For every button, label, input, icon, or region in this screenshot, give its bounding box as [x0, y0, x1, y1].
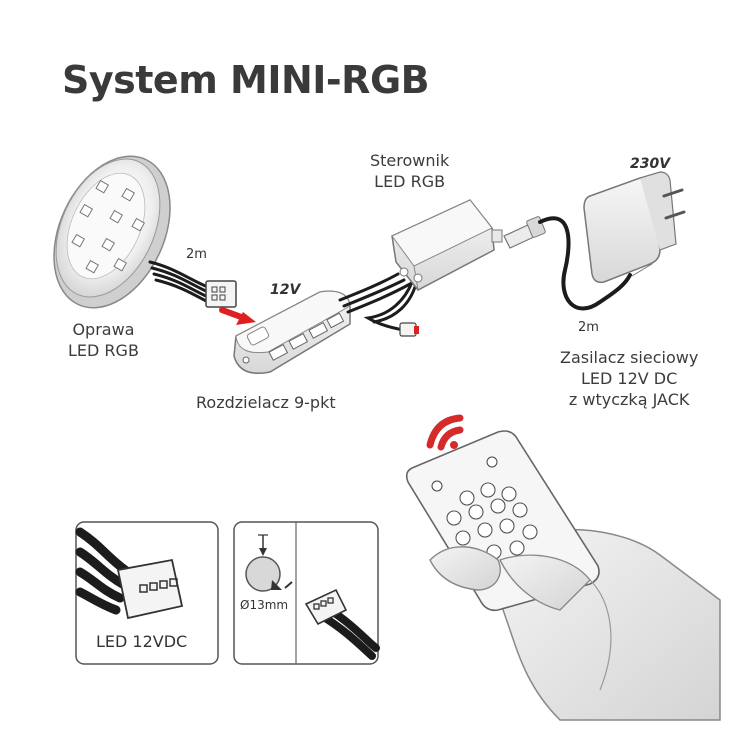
splitter-label: Rozdzielacz 9-pkt [196, 393, 336, 412]
power-supply-label-line3: z wtyczką JACK [568, 390, 690, 409]
power-supply-label-line1: Zasilacz sieciowy [560, 348, 699, 367]
mounting-detail-panel [233, 521, 380, 665]
page-title: System MINI-RGB [62, 58, 430, 102]
hole-diameter-label: Ø13mm [240, 598, 289, 612]
fixture-cable-length: 2m [186, 247, 207, 262]
side-lead-plug [399, 322, 419, 337]
controller-cable [338, 272, 412, 314]
side-lead [363, 280, 418, 332]
connect-arrow-icon [219, 307, 256, 325]
controller-box [391, 199, 503, 291]
hand-fingers [429, 546, 612, 691]
power-supply-label-line2: LED 12V DC [580, 369, 678, 388]
controller-label: Sterownik LED RGB [370, 150, 449, 192]
psu-cable-length: 2m [578, 320, 599, 335]
fixture-label-line1: Oprawa [72, 320, 135, 339]
controller-label-line2: LED RGB [374, 172, 446, 191]
led-fixture [53, 155, 171, 309]
dc-voltage-label: 12V [270, 282, 301, 298]
connector-detail-panel [75, 521, 219, 665]
remote-control [405, 430, 600, 612]
connector-voltage-label: LED 12VDC [96, 632, 188, 651]
controller-label-line1: Sterownik [370, 151, 450, 170]
psu-cable [538, 216, 632, 311]
power-supply-label: Zasilacz sieciowy LED 12V DC z wtyczką J… [560, 347, 698, 410]
mains-voltage-label: 230V [630, 156, 671, 172]
fixture-connector [205, 280, 237, 308]
splitter-box [233, 290, 351, 374]
power-supply [583, 171, 686, 284]
fixture-label: Oprawa LED RGB [68, 319, 139, 361]
fixture-cable [148, 260, 212, 305]
wifi-signal-icon [426, 414, 464, 451]
fixture-label-line2: LED RGB [68, 341, 139, 360]
